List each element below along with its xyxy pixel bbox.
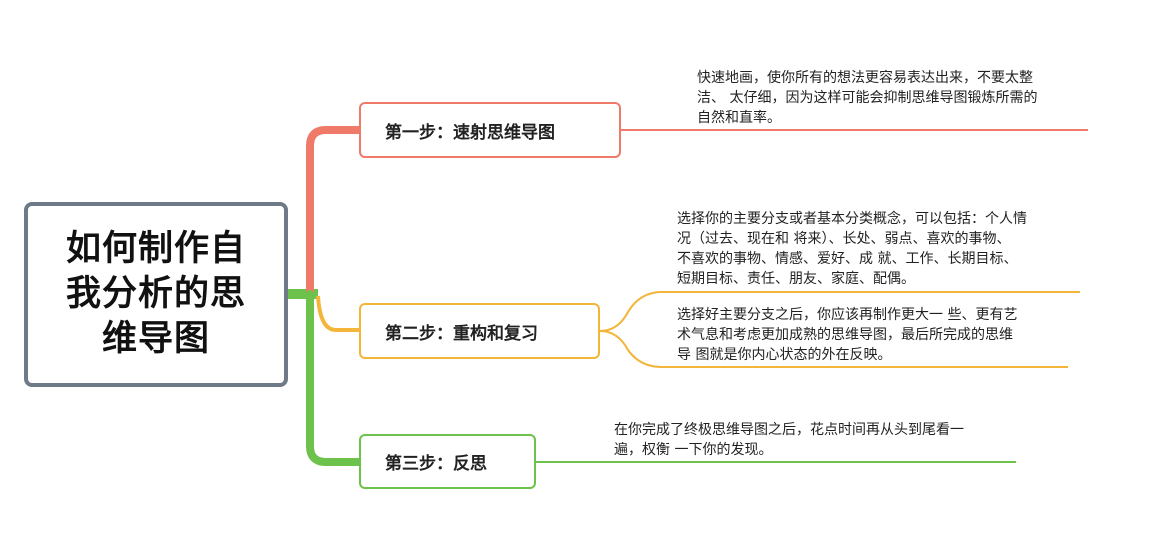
note-step-2-refine[interactable]: 选择好主要分支之后，你应该再制作更大一 些、更有艺 术气息和考虑更加成熟的思维导… bbox=[677, 307, 1018, 363]
branch-step-1-label: 第一步：速射思维导图 bbox=[385, 122, 555, 143]
note-step-1[interactable]: 快速地画，使你所有的想法更容易表达出来，不要太整 洁、 太仔细，因为这样可能会抑… bbox=[697, 70, 1038, 126]
branch-step-2-label: 第二步：重构和复习 bbox=[385, 323, 538, 344]
branch-step-2[interactable]: 第二步：重构和复习 bbox=[359, 303, 600, 359]
note-step-3[interactable]: 在你完成了终极思维导图之后，花点时间再从头到尾看一 遍，权衡 一下你的发现。 bbox=[614, 422, 964, 458]
branch-step-3[interactable]: 第三步：反思 bbox=[359, 434, 536, 489]
branch-step-1[interactable]: 第一步：速射思维导图 bbox=[359, 102, 621, 158]
central-topic-title: 如何制作自我分析的思维导图 bbox=[65, 229, 246, 359]
branch-2-connector bbox=[316, 295, 359, 332]
note-2-bracket bbox=[599, 291, 1080, 332]
branch-3-connector bbox=[306, 290, 363, 466]
note-step-2-categories[interactable]: 选择你的主要分支或者基本分类概念，可以包括：个人情 况（过去、现在和 将来）、长… bbox=[677, 211, 1027, 287]
branch-step-3-label: 第三步：反思 bbox=[385, 454, 487, 474]
note-2b-line bbox=[599, 330, 1068, 368]
branch-1-connector bbox=[306, 126, 363, 298]
central-topic[interactable]: 如何制作自我分析的思维导图 bbox=[24, 202, 288, 387]
